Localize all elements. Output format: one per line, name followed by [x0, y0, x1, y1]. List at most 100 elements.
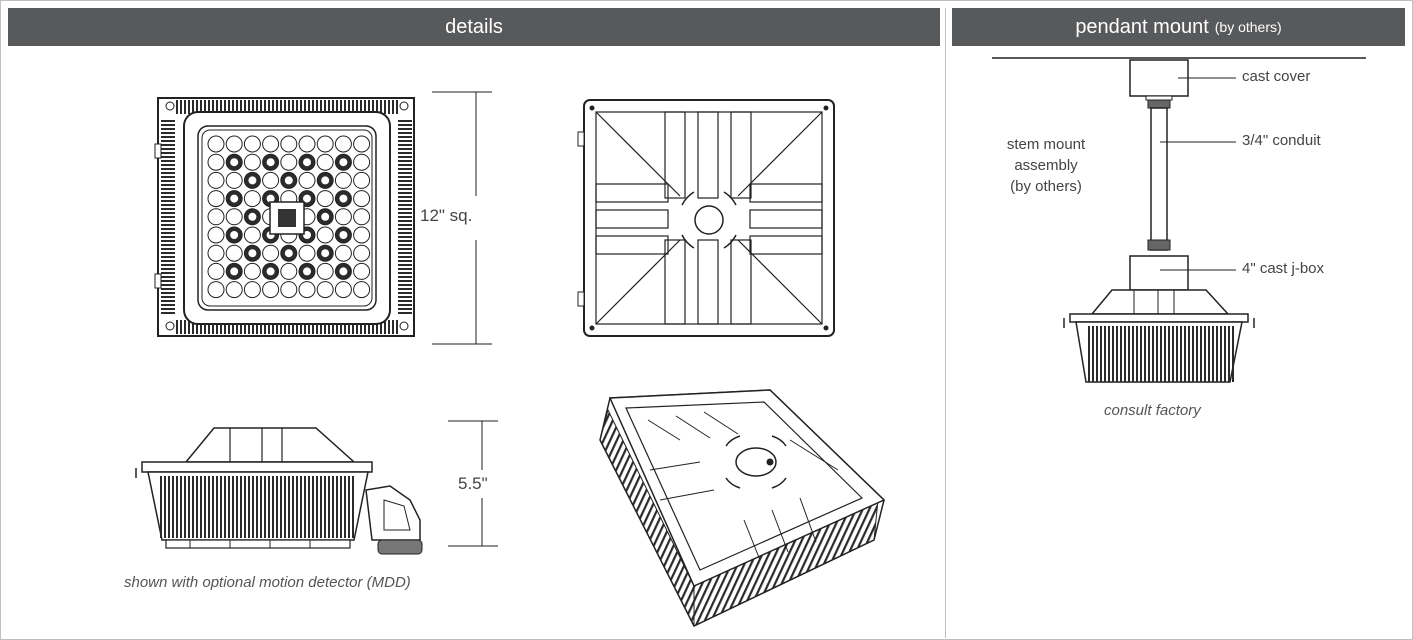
- led-emitter: [266, 194, 275, 203]
- led-lens: [243, 153, 261, 171]
- led-lens: [207, 244, 225, 262]
- dimension-12in-label: 12" sq.: [420, 206, 473, 225]
- column-divider: [945, 8, 946, 638]
- led-emitter: [339, 231, 348, 239]
- led-lens: [243, 190, 261, 208]
- led-emitter: [230, 267, 239, 276]
- details-header: details: [8, 8, 940, 46]
- led-lens: [316, 281, 334, 299]
- led-lens: [262, 135, 280, 153]
- led-lens: [353, 190, 371, 208]
- led-lens: [280, 281, 298, 299]
- led-lens: [298, 281, 316, 299]
- led-array: [207, 135, 371, 299]
- stem-mount-line1: stem mount: [1006, 136, 1086, 153]
- stem-mount-label: stem mount assembly (by others): [986, 134, 1106, 197]
- led-lens: [262, 281, 280, 299]
- details-header-label: details: [445, 15, 503, 38]
- led-lens: [243, 135, 261, 153]
- stem-mount-line2: assembly: [1014, 157, 1078, 174]
- led-lens: [207, 262, 225, 280]
- led-lens: [243, 226, 261, 244]
- dimension-5-5in-label: 5.5": [458, 474, 488, 493]
- led-emitter: [321, 249, 330, 258]
- led-lens: [243, 281, 261, 299]
- led-emitter: [230, 194, 239, 203]
- led-lens: [225, 171, 243, 189]
- led-lens: [353, 226, 371, 244]
- dimension-12in: [432, 91, 492, 345]
- led-emitter: [284, 249, 293, 258]
- led-lens: [316, 135, 334, 153]
- led-lens: [207, 208, 225, 226]
- led-emitter: [303, 158, 311, 167]
- led-lens: [225, 244, 243, 262]
- led-lens: [334, 135, 352, 153]
- led-lens: [298, 135, 316, 153]
- led-emitter: [321, 212, 330, 221]
- conduit-stem: [1150, 107, 1168, 251]
- led-lens: [207, 171, 225, 189]
- led-emitter: [339, 194, 348, 203]
- led-lens: [334, 244, 352, 262]
- led-lens: [262, 171, 280, 189]
- led-lens: [262, 244, 280, 262]
- led-emitter: [303, 231, 311, 239]
- led-emitter: [266, 267, 275, 276]
- led-lens: [316, 226, 334, 244]
- led-lens: [298, 244, 316, 262]
- conduit-label: 3/4" conduit: [1242, 132, 1321, 149]
- led-lens: [353, 262, 371, 280]
- pendant-leader-lines: [1160, 77, 1236, 271]
- led-emitter: [321, 176, 330, 185]
- led-emitter: [339, 158, 348, 167]
- led-emitter: [339, 267, 348, 276]
- led-emitter: [230, 231, 239, 239]
- led-lens: [353, 208, 371, 226]
- led-lens: [316, 153, 334, 171]
- led-lens: [353, 244, 371, 262]
- led-lens: [316, 190, 334, 208]
- cast-j-box: [1129, 255, 1189, 291]
- led-lens: [280, 262, 298, 280]
- pendant-header-title: pendant mount: [1075, 15, 1209, 38]
- led-lens: [353, 135, 371, 153]
- j-box-label: 4" cast j-box: [1242, 260, 1325, 277]
- led-lens: [353, 153, 371, 171]
- led-lens: [225, 135, 243, 153]
- led-lens: [207, 153, 225, 171]
- led-lens: [334, 281, 352, 299]
- led-lens: [353, 281, 371, 299]
- isometric-view-fixture: [599, 389, 886, 627]
- led-lens: [207, 226, 225, 244]
- side-view-fixture: [135, 427, 423, 555]
- led-lens: [225, 281, 243, 299]
- led-lens: [334, 171, 352, 189]
- led-lens: [353, 171, 371, 189]
- led-lens: [280, 153, 298, 171]
- led-emitter: [248, 249, 257, 258]
- led-emitter: [303, 267, 311, 276]
- cast-cover-label: cast cover: [1242, 68, 1311, 85]
- motion-detector-caption: shown with optional motion detector (MDD…: [124, 574, 411, 591]
- led-emitter: [230, 158, 239, 167]
- led-lens: [280, 135, 298, 153]
- led-emitter: [248, 176, 257, 185]
- back-view-housing: [577, 99, 835, 337]
- consult-factory-note: consult factory: [1104, 402, 1201, 419]
- pendant-assembly: [1063, 59, 1255, 383]
- pendant-header-sub: (by others): [1214, 19, 1282, 35]
- led-lens: [207, 135, 225, 153]
- led-emitter: [248, 212, 257, 221]
- pendant-mount-header: pendant mount (by others): [952, 8, 1405, 46]
- led-lens: [207, 190, 225, 208]
- led-emitter: [303, 194, 311, 203]
- led-lens: [243, 262, 261, 280]
- led-lens: [225, 208, 243, 226]
- led-emitter: [266, 158, 275, 167]
- led-emitter: [284, 176, 293, 185]
- led-lens: [316, 262, 334, 280]
- led-lens: [334, 208, 352, 226]
- front-view-fixture: [154, 97, 415, 337]
